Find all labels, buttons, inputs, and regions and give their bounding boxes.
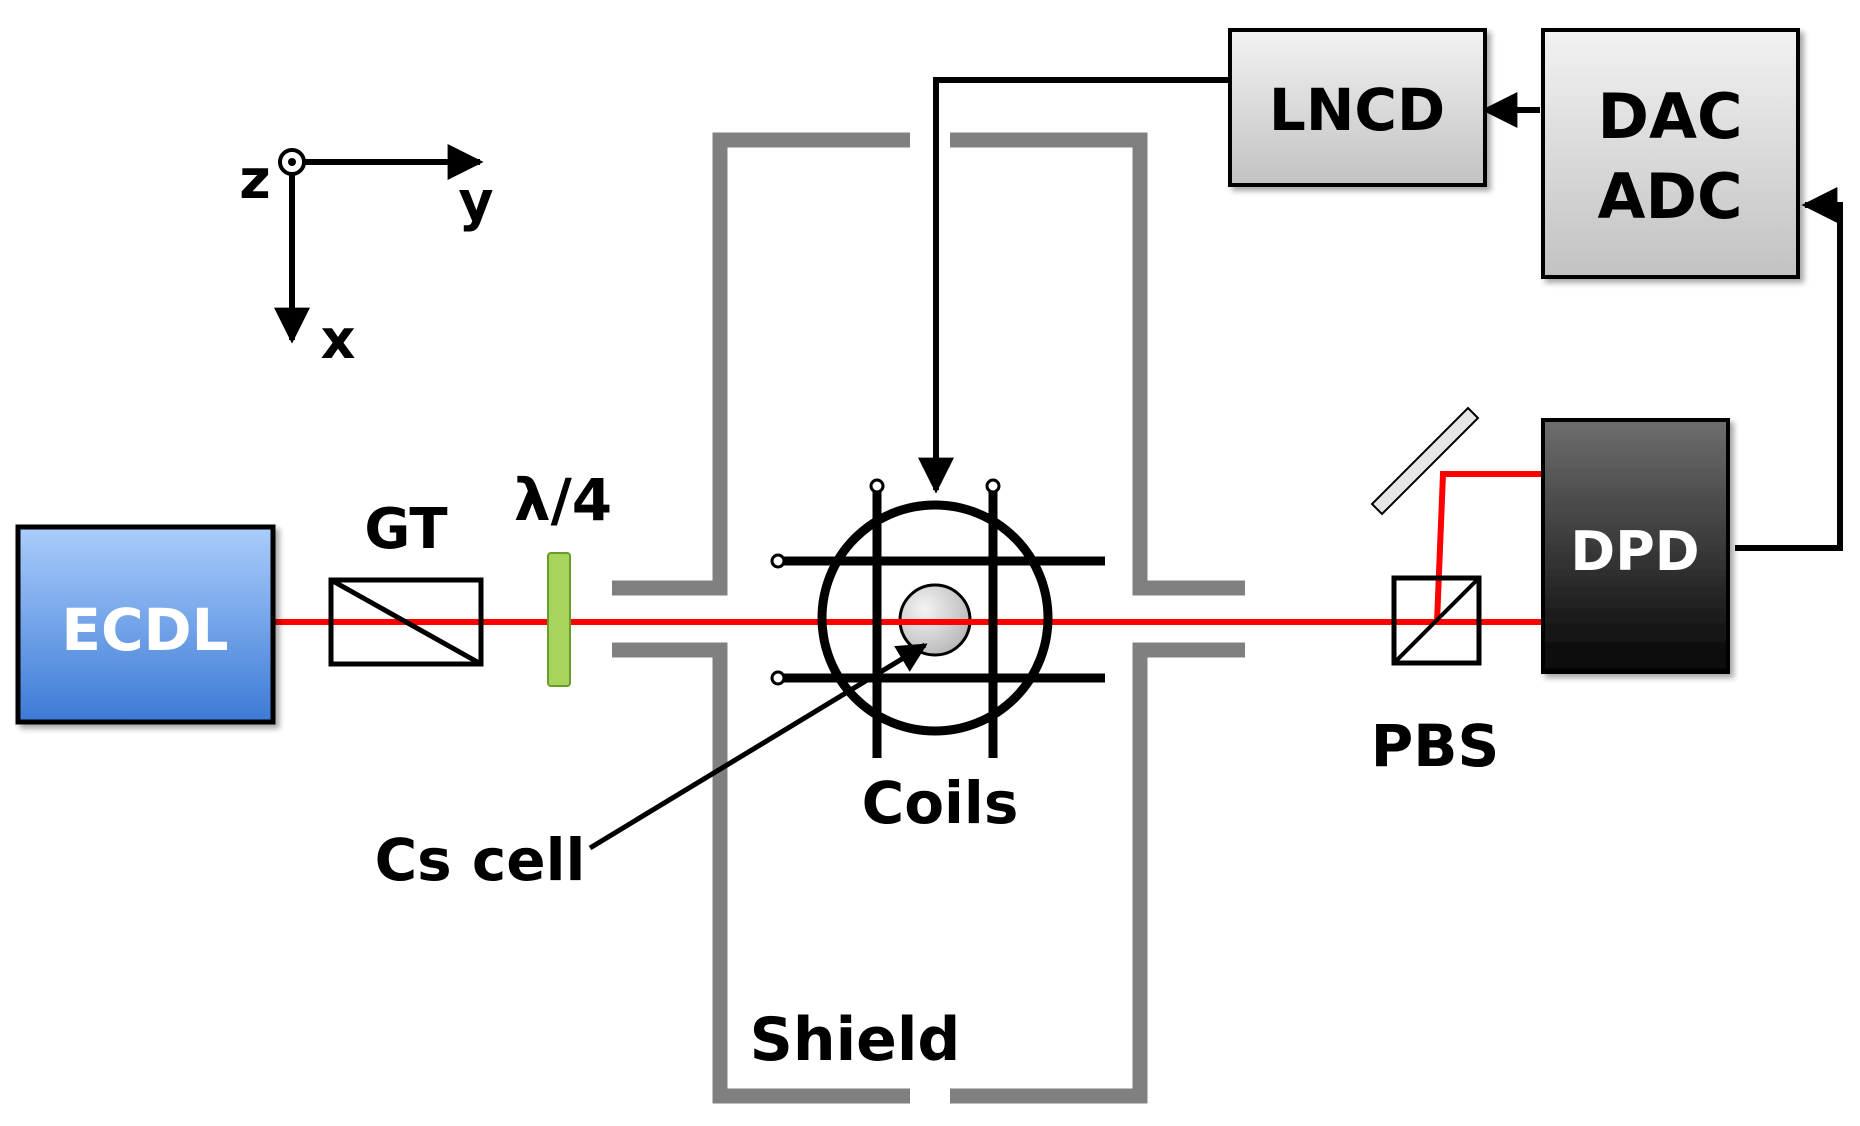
dac-label: DAC (1598, 80, 1743, 153)
lncd-to-coils-wire (918, 77, 1230, 494)
pbs-box (1391, 575, 1482, 666)
shield-bottom-left (612, 642, 910, 1104)
lncd-box (1228, 28, 1487, 187)
dpd-to-adc-wire (1735, 187, 1843, 551)
shield-bottom-right (950, 642, 1245, 1104)
coil-terminal-top-right (985, 478, 1001, 494)
glan-thompson-polarizer: GT (328, 497, 484, 667)
waveplate-rect (547, 552, 571, 687)
axis-y-label: y (458, 170, 493, 233)
pbs-label: PBS (1371, 712, 1500, 780)
gt-box (328, 577, 484, 667)
lncd-unit: LNCD (1228, 28, 1487, 187)
coordinate-axes: z y x (239, 144, 494, 371)
adc-label: ADC (1598, 160, 1743, 233)
axis-z-label: z (239, 148, 270, 211)
waveplate-label: λ/4 (514, 466, 612, 534)
cs-cell-label: Cs cell (375, 826, 586, 894)
gt-diagonal (329, 577, 483, 667)
coils-label: Coils (862, 769, 1019, 837)
lncd-label: LNCD (1269, 76, 1445, 144)
gt-label: GT (364, 497, 447, 562)
cs-cell-pointer-line (588, 642, 928, 851)
coil-terminal-top-left (869, 478, 885, 494)
dac-adc-box (1541, 28, 1800, 279)
mirror (1370, 406, 1480, 516)
shield-top-left (612, 132, 910, 596)
dpd-box (1541, 418, 1730, 674)
beam-reflected (1434, 471, 1546, 623)
ecdl-laser: ECDL (15, 524, 276, 725)
cs-cell-pointer: Cs cell (375, 642, 928, 894)
dpd-label: DPD (1570, 520, 1699, 583)
coil-terminal-left-top (770, 553, 786, 569)
coil-ring (817, 500, 1053, 736)
ecdl-label: ECDL (61, 596, 228, 664)
shield-label: Shield (750, 1005, 961, 1075)
differential-photodetector: DPD (1541, 418, 1730, 674)
coil-assembly: Coils (770, 478, 1105, 837)
mirror-plate (1370, 406, 1480, 516)
magnetic-shield (612, 132, 1245, 1104)
quarter-wave-plate: λ/4 (514, 466, 612, 687)
axis-z-dot (288, 158, 296, 166)
dac-adc-unit: DAC ADC (1541, 28, 1800, 279)
pbs-diagonal (1392, 576, 1481, 665)
ecdl-box (15, 524, 276, 725)
axis-x-label: x (321, 308, 356, 371)
coil-terminal-left-bottom (770, 670, 786, 686)
feedback-wiring (918, 77, 1843, 551)
polarizing-beam-splitter: PBS (1371, 575, 1500, 780)
shield-top-right (950, 132, 1245, 596)
